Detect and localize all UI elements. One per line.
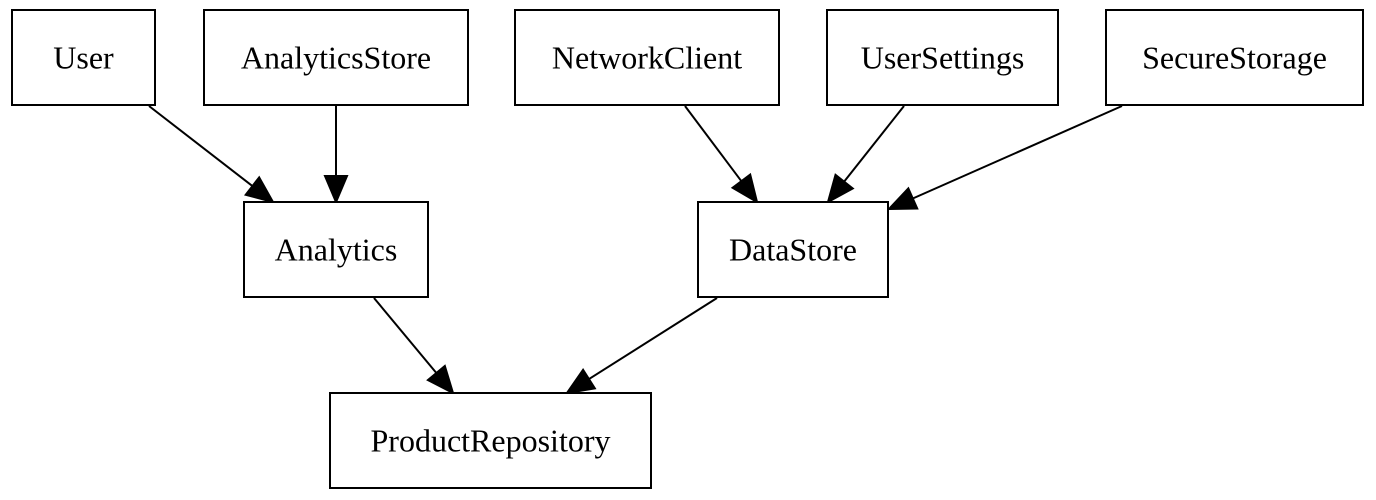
arrowhead-icon [564, 367, 597, 395]
node-analytics: Analytics [243, 201, 429, 298]
arrowhead-icon [426, 364, 455, 395]
node-network-client: NetworkClient [514, 9, 780, 106]
node-box [1105, 9, 1364, 106]
node-product-repository: ProductRepository [329, 392, 652, 489]
node-secure-storage: SecureStorage [1105, 9, 1364, 106]
edge-line [148, 105, 254, 187]
edges-layer [148, 105, 1123, 395]
arrowhead-icon [826, 173, 855, 205]
node-box [243, 201, 429, 298]
node-user-settings: UserSettings [826, 9, 1059, 106]
node-box [514, 9, 780, 106]
node-label: SecureStorage [1142, 40, 1327, 76]
node-label: NetworkClient [552, 40, 742, 76]
nodes-layer: User AnalyticsStore NetworkClient UserSetti… [11, 9, 1364, 489]
edge-analytics-to-product-repository [373, 297, 455, 395]
node-data-store: DataStore [697, 201, 889, 298]
node-box [697, 201, 889, 298]
node-label: User [53, 40, 114, 76]
node-box [329, 392, 652, 489]
node-analytics-store: AnalyticsStore [203, 9, 469, 106]
edge-analytics-store-to-analytics [323, 106, 349, 205]
node-label: AnalyticsStore [241, 40, 431, 76]
arrowhead-icon [323, 175, 349, 205]
edge-data-store-to-product-repository [564, 297, 718, 395]
arrowhead-icon [243, 175, 276, 204]
node-box [826, 9, 1059, 106]
arrowhead-icon [886, 186, 919, 211]
arrowhead-icon [730, 172, 759, 205]
node-label: Analytics [275, 232, 398, 268]
edge-line [912, 105, 1123, 200]
edge-secure-storage-to-data-store [886, 105, 1123, 211]
node-label: UserSettings [861, 40, 1025, 76]
node-box [203, 9, 469, 106]
node-user: User [11, 9, 156, 106]
edge-line [684, 105, 743, 182]
edge-line [373, 297, 438, 374]
node-label: DataStore [729, 232, 857, 268]
edge-line [588, 297, 718, 380]
edge-user-to-analytics [148, 105, 276, 204]
node-box [11, 9, 156, 106]
node-label: ProductRepository [371, 423, 611, 459]
edge-network-client-to-data-store [684, 105, 759, 205]
edge-user-settings-to-data-store [826, 105, 905, 205]
edge-line [843, 105, 905, 183]
